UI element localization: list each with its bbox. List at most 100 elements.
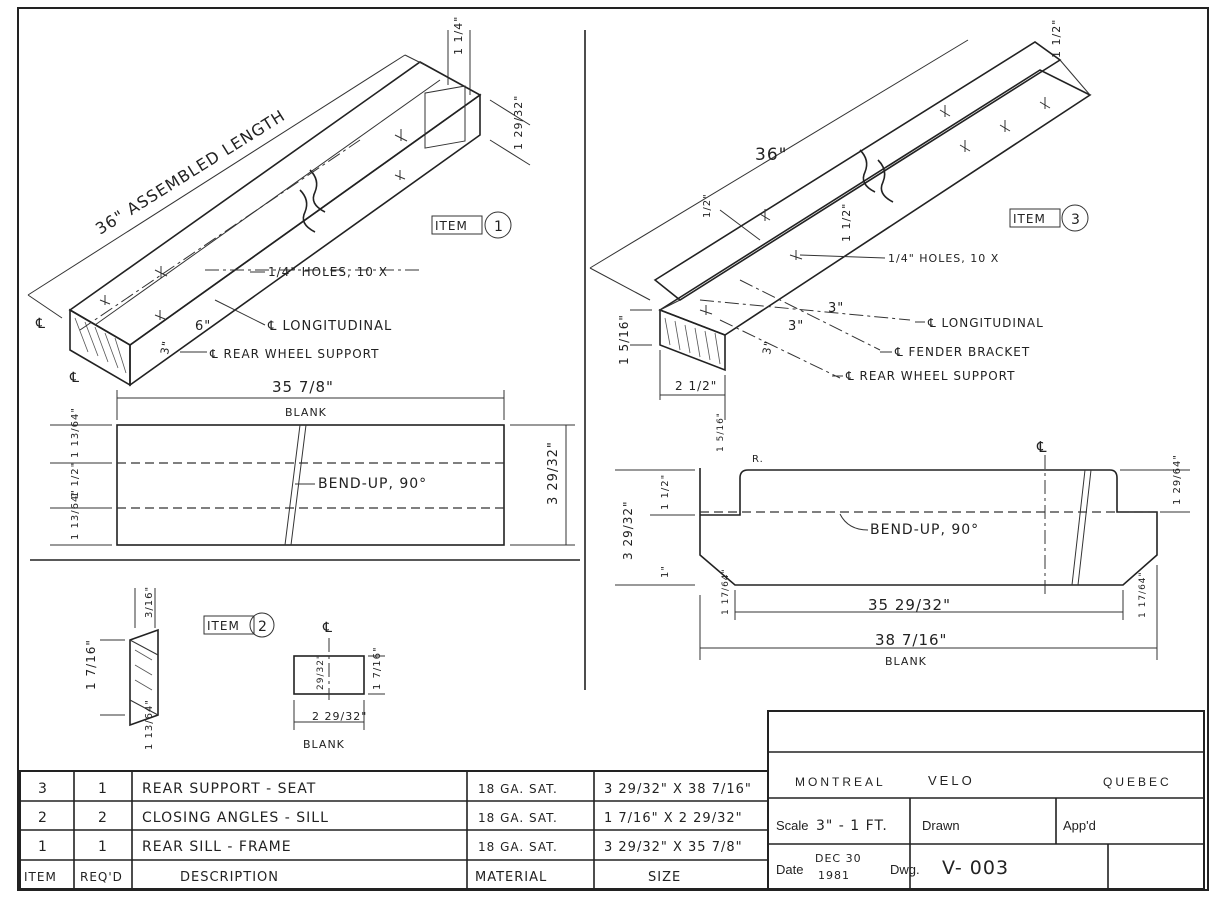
item3-dim-height: 1 5/16" — [617, 314, 631, 365]
item3-radius: R. — [752, 454, 764, 465]
item3-dim-right: 1 29/64" — [1172, 454, 1183, 505]
appd-label: App'd — [1063, 818, 1096, 833]
bom-header-item: ITEM — [24, 870, 57, 884]
item2-dim-bottom: 1 13/64" — [144, 699, 155, 750]
title-city-left: MONTREAL — [795, 775, 886, 789]
item2-blank-inner: 29/32" — [316, 654, 326, 690]
bom-row: 3 1 REAR SUPPORT - SEAT 18 GA. SAT. 3 29… — [38, 781, 752, 797]
bom-header-size: SIZE — [648, 870, 681, 885]
item1-holes-note: 1/4" HOLES, 10 X — [268, 265, 388, 279]
bom-description: CLOSING ANGLES - SILL — [142, 810, 329, 826]
item2-views: 3/16" 1 7/16" 1 13/64" ITEM 2 ℄ 29/32" 1… — [84, 586, 385, 751]
bom-item: 3 — [38, 781, 48, 797]
item2-dim-side: 1 7/16" — [84, 639, 98, 690]
item3-holes-note: 1/4" HOLES, 10 X — [888, 252, 999, 265]
item2-tag: ITEM — [207, 619, 240, 633]
scale-value: 3" - 1 FT. — [816, 818, 888, 834]
item3-blank-label: BLANK — [885, 655, 927, 668]
bom-description: REAR SUPPORT - SEAT — [142, 781, 316, 797]
bom-reqd: 1 — [98, 781, 108, 797]
item3-tag: ITEM — [1013, 212, 1046, 226]
title-city-right: QUEBEC — [1103, 775, 1172, 789]
item3-dim-total: 38 7/16" — [875, 631, 947, 649]
item1-blank-label: BLANK — [285, 406, 327, 419]
item1-dim-left-a: 1 13/64" — [70, 407, 81, 458]
item3-tag-number: 3 — [1071, 212, 1081, 228]
item3-dim-top-h: 1 1/2" — [660, 474, 671, 510]
bom-description: REAR SILL - FRAME — [142, 839, 292, 855]
item3-dim-top: 1 1/2" — [1050, 19, 1063, 58]
sheet-border — [17, 7, 1209, 891]
date-line1: DEC 30 — [815, 852, 862, 865]
item1-dim-width: 3 29/32" — [546, 441, 561, 505]
item3-dim-3b: 3" — [828, 301, 844, 316]
bom-size: 1 7/16" X 2 29/32" — [604, 811, 743, 826]
scale-label: Scale — [776, 818, 809, 833]
item3-dim-left-bot: 1 17/64" — [721, 568, 731, 615]
item2-tag-number: 2 — [258, 619, 268, 635]
title-company: VELO — [928, 773, 975, 788]
item3-dim-right-bot: 1 17/64" — [1138, 571, 1148, 618]
item1-assembled-length: 36" ASSEMBLED LENGTH — [92, 106, 289, 239]
item2-center-mark: ℄ — [322, 620, 333, 636]
item1-dim-three: 3" — [158, 339, 173, 355]
bom-item: 2 — [38, 810, 48, 826]
item3-center-mark: ℄ — [1036, 438, 1048, 456]
item1-dim-six: 6" — [195, 319, 211, 334]
item3-dim-hole: 1 1/2" — [840, 203, 853, 242]
item1-isometric-view: 36" ASSEMBLED LENGTH 1 1/4" 1 29/32" 1/4… — [27, 16, 531, 387]
item2-blank-height: 1 7/16" — [372, 646, 383, 690]
item3-fender: ℄ FENDER BRACKET — [894, 345, 1030, 359]
bill-of-materials: 3 1 REAR SUPPORT - SEAT 18 GA. SAT. 3 29… — [19, 770, 769, 890]
item1-dim-side: 1 29/32" — [512, 95, 525, 150]
dwg-number: V- 003 — [942, 857, 1009, 879]
bom-header-material: MATERIAL — [475, 870, 547, 885]
item3-longitudinal: ℄ LONGITUDINAL — [927, 316, 1044, 330]
bom-material: 18 GA. SAT. — [478, 782, 558, 796]
bom-item: 1 — [38, 839, 48, 855]
item3-dim-half: 1/2" — [702, 193, 713, 218]
item3-blank-view: ℄ R. 1 5/16" BEND-UP, 90° 3 29/32" 1 1/2… — [615, 412, 1190, 668]
item1-dim-top: 1 1/4" — [452, 16, 465, 55]
item1-tag-number: 1 — [494, 219, 504, 235]
bom-row: 2 2 CLOSING ANGLES - SILL 18 GA. SAT. 1 … — [38, 810, 743, 826]
bom-header-reqd: REQ'D — [80, 870, 123, 884]
item1-dim-left-b: 1 1/2" — [70, 462, 81, 498]
item3-bend-note: BEND-UP, 90° — [870, 522, 979, 538]
bom-size: 3 29/32" X 35 7/8" — [604, 840, 743, 855]
drawn-label: Drawn — [922, 818, 960, 833]
item3-dim-3a: 3" — [788, 319, 804, 334]
item3-dim-flange: 1 5/16" — [716, 412, 726, 452]
title-block: MONTREAL VELO QUEBEC Scale 3" - 1 FT. Dr… — [767, 710, 1205, 890]
item1-rear-wheel: ℄ REAR WHEEL SUPPORT — [209, 347, 379, 361]
item1-blank-view: 35 7/8" BLANK BEND-UP, 90° 3 29/32" 1 13… — [50, 378, 575, 546]
item1-bend-note: BEND-UP, 90° — [318, 476, 427, 492]
item3-dim-width: 2 1/2" — [675, 379, 717, 393]
item1-center-mark-b: ℄ — [69, 370, 80, 386]
item3-dim-middle: 35 29/32" — [868, 596, 951, 614]
bom-material: 18 GA. SAT. — [478, 840, 558, 854]
bom-row: 1 1 REAR SILL - FRAME 18 GA. SAT. 3 29/3… — [38, 839, 743, 855]
item1-center-mark-a: ℄ — [35, 316, 46, 332]
bom-material: 18 GA. SAT. — [478, 811, 558, 825]
date-label: Date — [776, 862, 803, 877]
bom-header-description: DESCRIPTION — [180, 870, 279, 885]
bom-reqd: 1 — [98, 839, 108, 855]
item3-dim-bot-h: 1" — [660, 565, 671, 578]
item3-dim-3c: 3" — [760, 339, 775, 355]
item2-dim-top: 3/16" — [144, 586, 155, 618]
bom-reqd: 2 — [98, 810, 108, 826]
item2-blank-label: BLANK — [303, 738, 345, 751]
item3-dim-36: 36" — [755, 145, 787, 165]
item1-longitudinal: ℄ LONGITUDINAL — [267, 319, 392, 334]
item3-rear-wheel: ℄ REAR WHEEL SUPPORT — [845, 369, 1015, 383]
bom-header-row: ITEM REQ'D DESCRIPTION MATERIAL SIZE — [24, 870, 681, 885]
bom-size: 3 29/32" X 38 7/16" — [604, 782, 752, 797]
dwg-label: Dwg. — [890, 862, 920, 877]
item1-dim-left-c: 1 13/64" — [70, 489, 81, 540]
item3-dim-total-h: 3 29/32" — [621, 500, 635, 560]
item1-blank-length: 35 7/8" — [272, 378, 334, 396]
item2-blank-width: 2 29/32" — [312, 710, 367, 723]
item3-isometric-view: 36" 1 1/2" 1 1/2" 1/2" 1/4" HOLES, 10 X … — [589, 19, 1092, 420]
